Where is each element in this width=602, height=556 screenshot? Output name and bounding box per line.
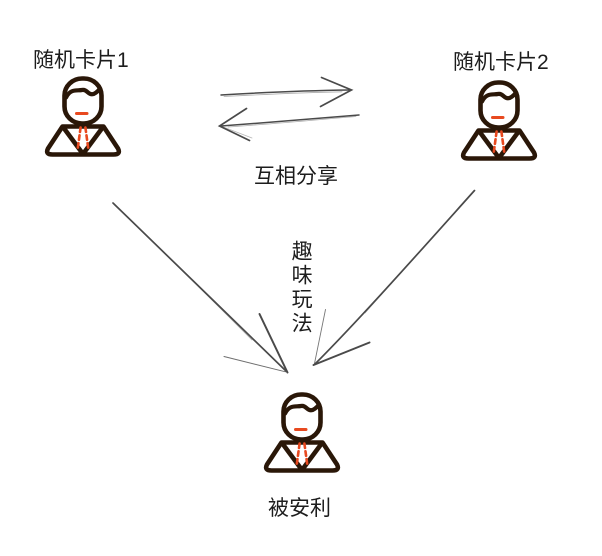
arrow-card1-to-card2 [220, 76, 354, 108]
arrow-card2-to-card1 [217, 107, 360, 142]
edge-label-fun-play: 趣味玩法 [289, 240, 313, 336]
person-icon [262, 392, 342, 476]
person-icon [43, 76, 123, 160]
node-label-receiver: 被安利 [268, 497, 331, 520]
arrow-card1-to-receiver [112, 202, 289, 374]
node-label-card1: 随机卡片1 [33, 49, 129, 72]
node-label-card2: 随机卡片2 [453, 51, 549, 74]
edge-label-mutual-share: 互相分享 [254, 165, 338, 188]
arrow-card2-to-receiver [312, 189, 476, 366]
person-icon [459, 80, 539, 164]
